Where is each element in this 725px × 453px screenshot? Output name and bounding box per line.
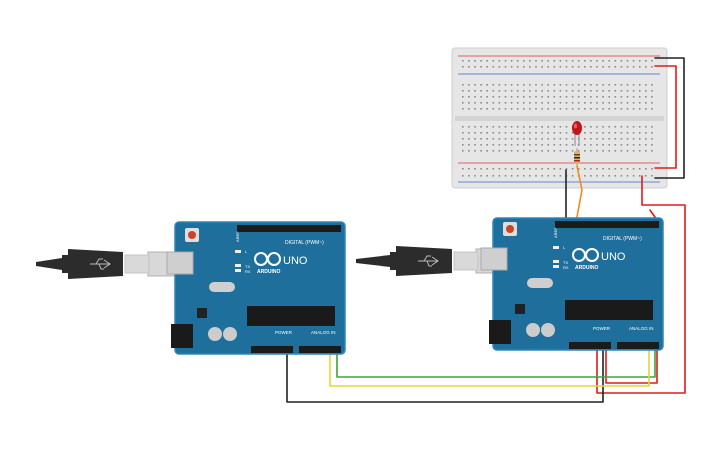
arduino-uno-board-1[interactable]: DIGITAL (PWM~) AREF TX RX L ARDUINO UNO … (166, 221, 346, 355)
arduino-uno-board-2[interactable]: DIGITAL (PWM~) AREF TX RX L ARDUINO UNO … (480, 217, 664, 351)
breadboard-holes (462, 60, 653, 177)
power-jack (171, 324, 193, 348)
power-label: POWER (593, 326, 611, 331)
capacitor (541, 323, 555, 337)
tx-label: TX (245, 264, 250, 269)
usb-symbol-icon (90, 258, 111, 270)
brand-label: ARDUINO (257, 269, 280, 275)
red-led[interactable] (572, 121, 582, 146)
wire-red-rail-right[interactable] (654, 65, 677, 169)
voltage-regulator (515, 304, 525, 314)
usb-jack (166, 251, 194, 275)
crystal (209, 282, 235, 292)
arduino-logo-icon (254, 252, 281, 266)
center-channel (455, 116, 664, 121)
analog-label: ANALOG IN (311, 330, 336, 335)
analog-header[interactable] (617, 342, 659, 349)
model-label: UNO (601, 251, 626, 263)
power-jack (489, 320, 511, 344)
wire-black-rail-right[interactable] (654, 57, 685, 179)
wire-orange-led-signal[interactable] (575, 165, 583, 223)
capacitor (208, 327, 222, 341)
power-header[interactable] (569, 342, 611, 349)
digital-label: DIGITAL (PWM~) (603, 236, 642, 242)
arduino-logo-icon (572, 248, 599, 262)
aref-label: AREF (235, 231, 240, 242)
l-label: L (245, 249, 248, 254)
resistor[interactable] (574, 148, 580, 168)
model-label: UNO (283, 255, 308, 267)
wire-yellow-a5-link[interactable] (329, 348, 650, 387)
breadboard[interactable] (451, 47, 668, 189)
usb-cable-board1[interactable] (36, 249, 189, 279)
capacitor (223, 327, 237, 341)
analog-label: ANALOG IN (629, 326, 654, 331)
tx-label: TX (563, 260, 568, 265)
wire-green-a4-link[interactable] (336, 348, 656, 378)
digital-header[interactable] (237, 225, 341, 232)
wire-red-power-short[interactable] (605, 209, 658, 384)
microcontroller-chip (247, 306, 335, 326)
l-label: L (563, 245, 566, 250)
voltage-regulator (197, 308, 207, 318)
digital-header[interactable] (555, 221, 659, 228)
brand-label: ARDUINO (575, 265, 598, 271)
power-label: POWER (275, 330, 293, 335)
aref-label: AREF (553, 227, 558, 238)
crystal (527, 278, 553, 288)
rx-label: RX (563, 265, 569, 270)
rx-label: RX (245, 269, 251, 274)
usb-jack (480, 247, 508, 271)
power-header[interactable] (251, 346, 293, 353)
wire-black-gnd-link[interactable] (286, 348, 604, 403)
microcontroller-chip (565, 300, 653, 320)
usb-symbol-icon (418, 255, 439, 267)
digital-label: DIGITAL (PWM~) (285, 240, 324, 246)
capacitor (526, 323, 540, 337)
analog-header[interactable] (299, 346, 341, 353)
